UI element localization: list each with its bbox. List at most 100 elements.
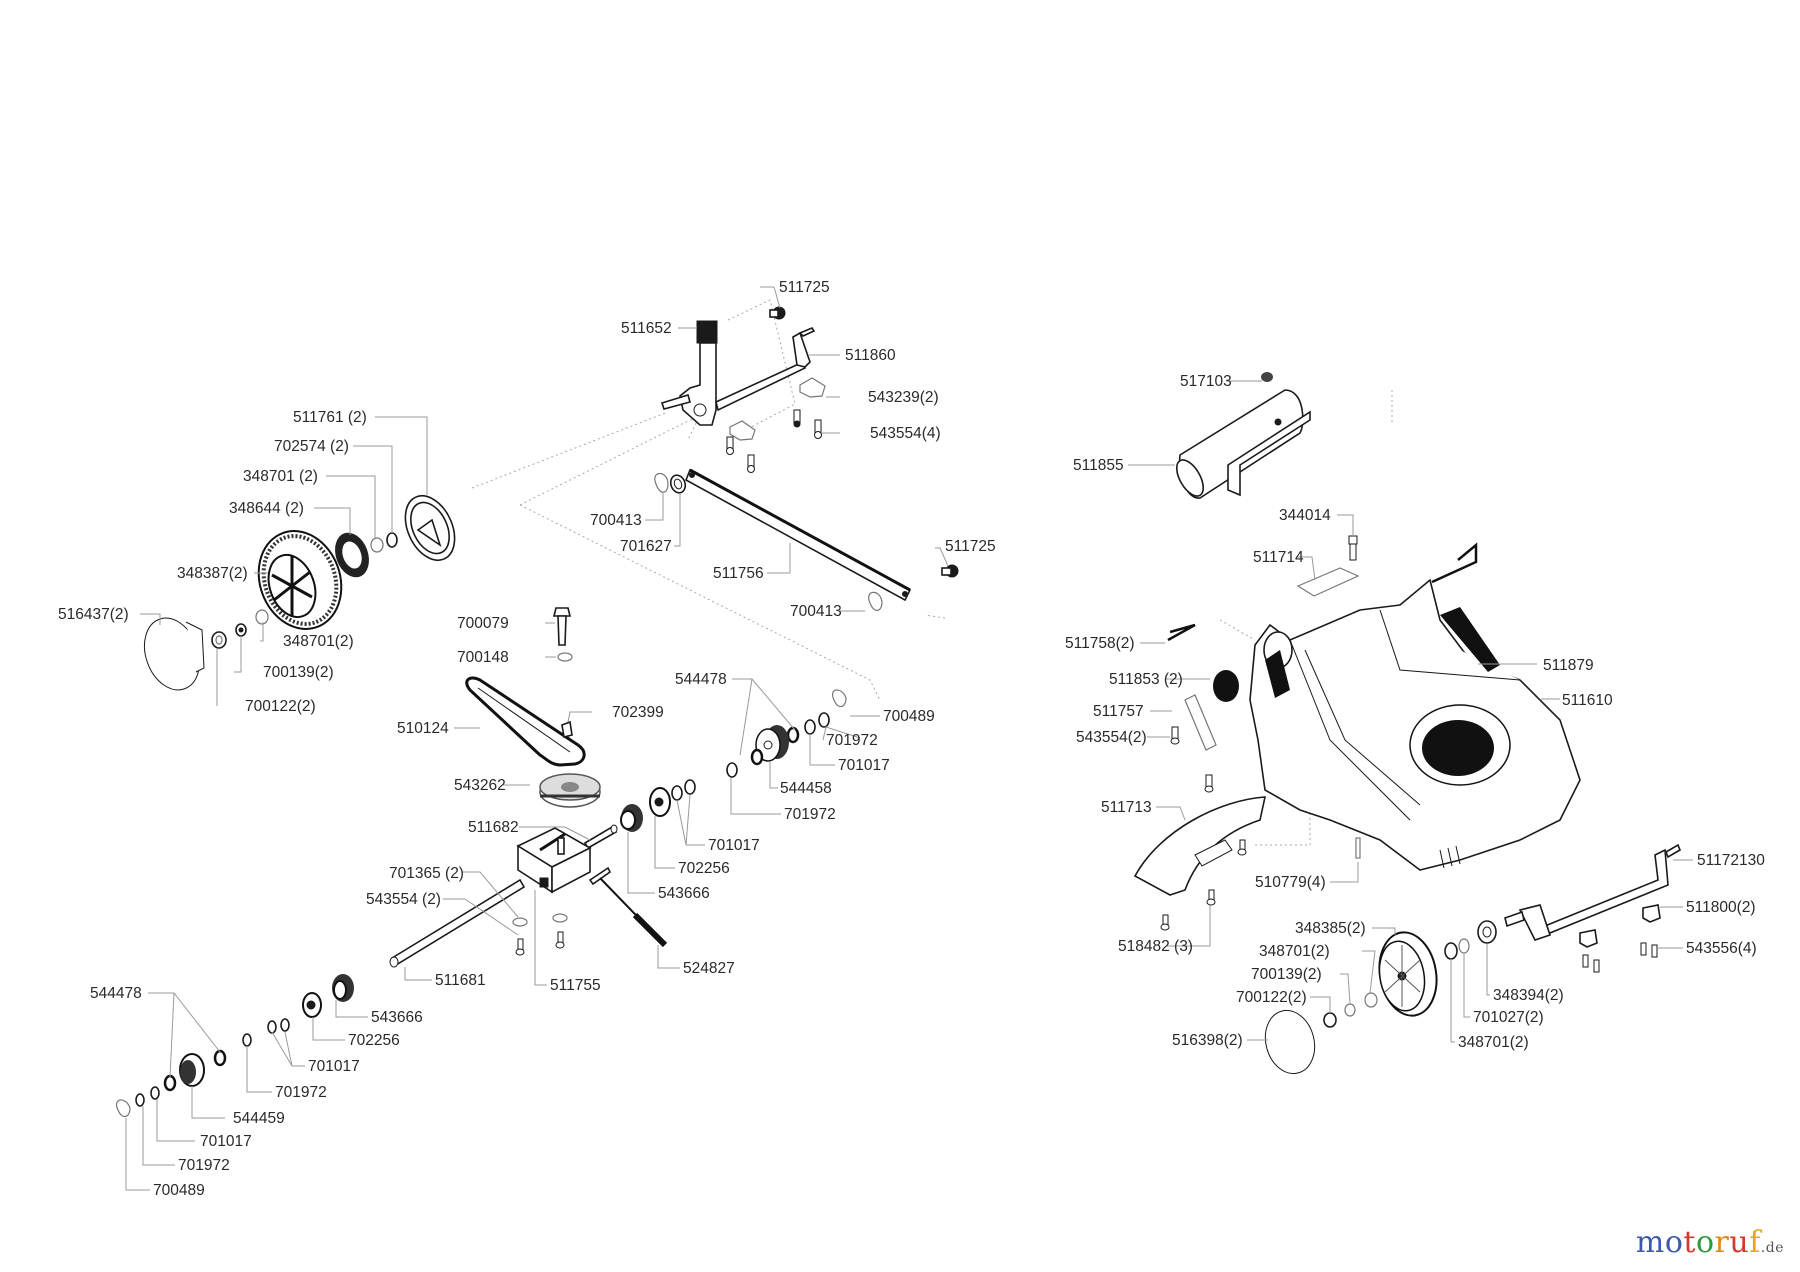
- screws-518482[interactable]: [1160, 839, 1247, 931]
- part-label[interactable]: 701017: [838, 757, 890, 774]
- part-label[interactable]: 700139(2): [1251, 966, 1322, 983]
- part-label[interactable]: 544478: [90, 985, 142, 1002]
- part-label[interactable]: 543666: [658, 885, 710, 902]
- part-label[interactable]: 51172130: [1697, 852, 1765, 869]
- part-label[interactable]: 544478: [675, 671, 727, 688]
- clip-700413-left[interactable]: [654, 472, 669, 493]
- part-label[interactable]: 511800(2): [1686, 899, 1756, 916]
- part-label[interactable]: 700413: [590, 512, 642, 529]
- part-label[interactable]: 702256: [348, 1032, 400, 1049]
- part-label[interactable]: 701972: [784, 806, 836, 823]
- part-label[interactable]: 518482 (3): [1118, 938, 1193, 955]
- bearing-544478-c[interactable]: [213, 1049, 227, 1067]
- clip-700489-left[interactable]: [116, 1099, 131, 1118]
- clutch-543666-a[interactable]: [620, 804, 643, 832]
- washer-701972-a[interactable]: [818, 712, 830, 728]
- axle-511681[interactable]: [389, 878, 526, 968]
- wheel-348387[interactable]: [245, 519, 354, 640]
- part-label[interactable]: 700122(2): [245, 698, 316, 715]
- washer-701017-d[interactable]: [150, 1086, 160, 1100]
- part-label[interactable]: 701017: [200, 1133, 252, 1150]
- bearing-544478-b[interactable]: [750, 748, 764, 766]
- part-label[interactable]: 543554(2): [1076, 729, 1147, 746]
- part-label[interactable]: 511756: [713, 565, 764, 582]
- screws-543554-4[interactable]: [726, 409, 822, 473]
- washer-702574[interactable]: [386, 532, 398, 548]
- belt-510124[interactable]: [465, 676, 586, 767]
- bushing-348701-top[interactable]: [370, 537, 384, 553]
- part-label[interactable]: 516437(2): [58, 606, 129, 623]
- link-rod-511756[interactable]: [684, 468, 912, 602]
- part-label[interactable]: 702256: [678, 860, 730, 877]
- washer-701365[interactable]: [512, 913, 568, 927]
- clip-543239[interactable]: [729, 377, 826, 441]
- hubcap-516437[interactable]: [135, 610, 209, 697]
- bearing-702256-b[interactable]: [302, 992, 322, 1018]
- part-label[interactable]: 701017: [308, 1058, 360, 1075]
- bracket-511860[interactable]: [792, 327, 816, 368]
- label-511714[interactable]: [1296, 567, 1360, 597]
- part-label[interactable]: 702574 (2): [274, 438, 349, 455]
- nut-700122[interactable]: [211, 631, 227, 649]
- part-label[interactable]: 511758(2): [1065, 635, 1135, 652]
- clip-511800[interactable]: [1579, 904, 1661, 948]
- part-label[interactable]: 511855: [1073, 457, 1124, 474]
- part-label[interactable]: 348701(2): [1259, 943, 1330, 960]
- part-label[interactable]: 701972: [275, 1084, 327, 1101]
- part-label[interactable]: 701972: [178, 1157, 230, 1174]
- part-label[interactable]: 511682: [468, 819, 519, 836]
- gear-544458[interactable]: [755, 725, 789, 762]
- cap-511853[interactable]: [1213, 670, 1239, 702]
- washer-701017-a[interactable]: [804, 719, 816, 735]
- bolt-511725-side[interactable]: [941, 564, 959, 578]
- brand-logo[interactable]: motoruf.de: [1636, 1225, 1784, 1260]
- part-label[interactable]: 544459: [233, 1110, 285, 1127]
- part-label[interactable]: 700122(2): [1236, 989, 1307, 1006]
- screw-344014[interactable]: [1348, 535, 1358, 561]
- bearing-702256-a[interactable]: [649, 787, 671, 817]
- wheel-cover-511761[interactable]: [396, 488, 465, 568]
- deck-511610[interactable]: [1249, 578, 1581, 871]
- part-label[interactable]: 348701(2): [1458, 1034, 1529, 1051]
- wheel-348385[interactable]: [1373, 928, 1443, 1020]
- part-label[interactable]: 524827: [683, 960, 735, 977]
- part-label[interactable]: 511681: [435, 972, 486, 989]
- part-label[interactable]: 511879: [1543, 657, 1594, 674]
- part-label[interactable]: 543666: [371, 1009, 423, 1026]
- gearbox-housing-511755[interactable]: [516, 827, 592, 894]
- washer-700139-front[interactable]: [1344, 1003, 1356, 1017]
- part-label[interactable]: 348387(2): [177, 565, 248, 582]
- part-label[interactable]: 344014: [1279, 507, 1331, 524]
- hubcap-516398[interactable]: [1259, 1005, 1322, 1079]
- screws-543556[interactable]: [1582, 942, 1658, 973]
- part-label[interactable]: 544458: [780, 780, 832, 797]
- bearing-544478-a[interactable]: [786, 726, 800, 744]
- pulley-543262[interactable]: [539, 773, 601, 808]
- part-label[interactable]: 511652: [621, 320, 672, 337]
- part-label[interactable]: 700489: [153, 1182, 205, 1199]
- clip-700413-right[interactable]: [868, 591, 883, 611]
- part-label[interactable]: 511713: [1101, 799, 1152, 816]
- part-label[interactable]: 701027(2): [1473, 1009, 1544, 1026]
- washer-701972-c[interactable]: [242, 1033, 252, 1047]
- screw-543554-deck[interactable]: [1170, 726, 1214, 793]
- shaft-511682[interactable]: [583, 824, 618, 850]
- part-label[interactable]: 511610: [1562, 692, 1613, 709]
- drive-lever-511652[interactable]: [660, 320, 806, 426]
- part-label[interactable]: 701365 (2): [389, 865, 464, 882]
- washer-700148[interactable]: [557, 652, 573, 662]
- washer-701017-c[interactable]: [267, 1018, 290, 1034]
- bushing-348701-front-right[interactable]: [1444, 942, 1458, 960]
- part-label[interactable]: 702399: [612, 704, 664, 721]
- plug-517103[interactable]: [1261, 372, 1273, 382]
- part-label[interactable]: 510124: [397, 720, 449, 737]
- part-label[interactable]: 348385(2): [1295, 920, 1366, 937]
- part-label[interactable]: 543554 (2): [366, 891, 441, 908]
- part-label[interactable]: 348701(2): [283, 633, 354, 650]
- washer-700139[interactable]: [235, 623, 247, 637]
- part-label[interactable]: 511714: [1253, 549, 1304, 566]
- washer-701027[interactable]: [1458, 938, 1470, 954]
- sticker-511757[interactable]: [1184, 694, 1217, 751]
- spacer-348394[interactable]: [1477, 920, 1497, 944]
- part-label[interactable]: 543554(4): [870, 425, 941, 442]
